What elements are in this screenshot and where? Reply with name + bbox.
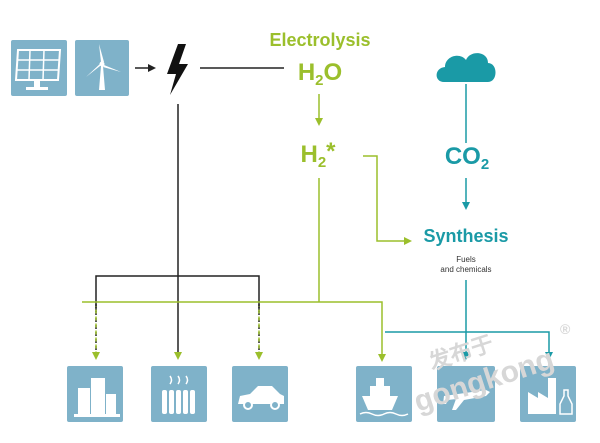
synthesis-label: Synthesis (423, 226, 508, 246)
solar-panel-tile (11, 40, 67, 96)
h2-bus-green (82, 301, 386, 362)
airplane-icon (443, 390, 490, 410)
wind-turbine-tile (75, 40, 129, 96)
buildings-icon (74, 378, 120, 417)
h2-to-synthesis-arrow (363, 155, 412, 245)
synthesis-note-fuels: Fuels (456, 255, 476, 264)
synthesis-note-chemicals: and chemicals (440, 265, 491, 274)
synthesis-bus-teal (385, 331, 553, 360)
car-tile (232, 366, 288, 422)
factory-tile (520, 366, 576, 422)
power-bus-black (95, 275, 260, 312)
factory-icon (528, 378, 573, 415)
watermark-registered: ® (560, 321, 571, 337)
cloud-icon (436, 53, 496, 82)
solar-panel-icon (14, 49, 62, 90)
cloud-tile (436, 53, 496, 82)
wind-turbine-icon (86, 44, 121, 90)
lightning-bolt-icon (167, 44, 188, 95)
radiator-tile (151, 366, 207, 422)
co2-label: CO2 (445, 143, 489, 173)
ship-tile (356, 366, 412, 422)
airplane-tile (437, 366, 495, 422)
car-icon (238, 386, 284, 410)
ship-icon (359, 378, 409, 417)
h2o-label: H2O (298, 59, 342, 89)
radiator-icon (162, 375, 195, 414)
buildings-tile (67, 366, 123, 422)
electrolysis-label: Electrolysis (269, 30, 370, 50)
h2-label: H2* (300, 138, 336, 171)
